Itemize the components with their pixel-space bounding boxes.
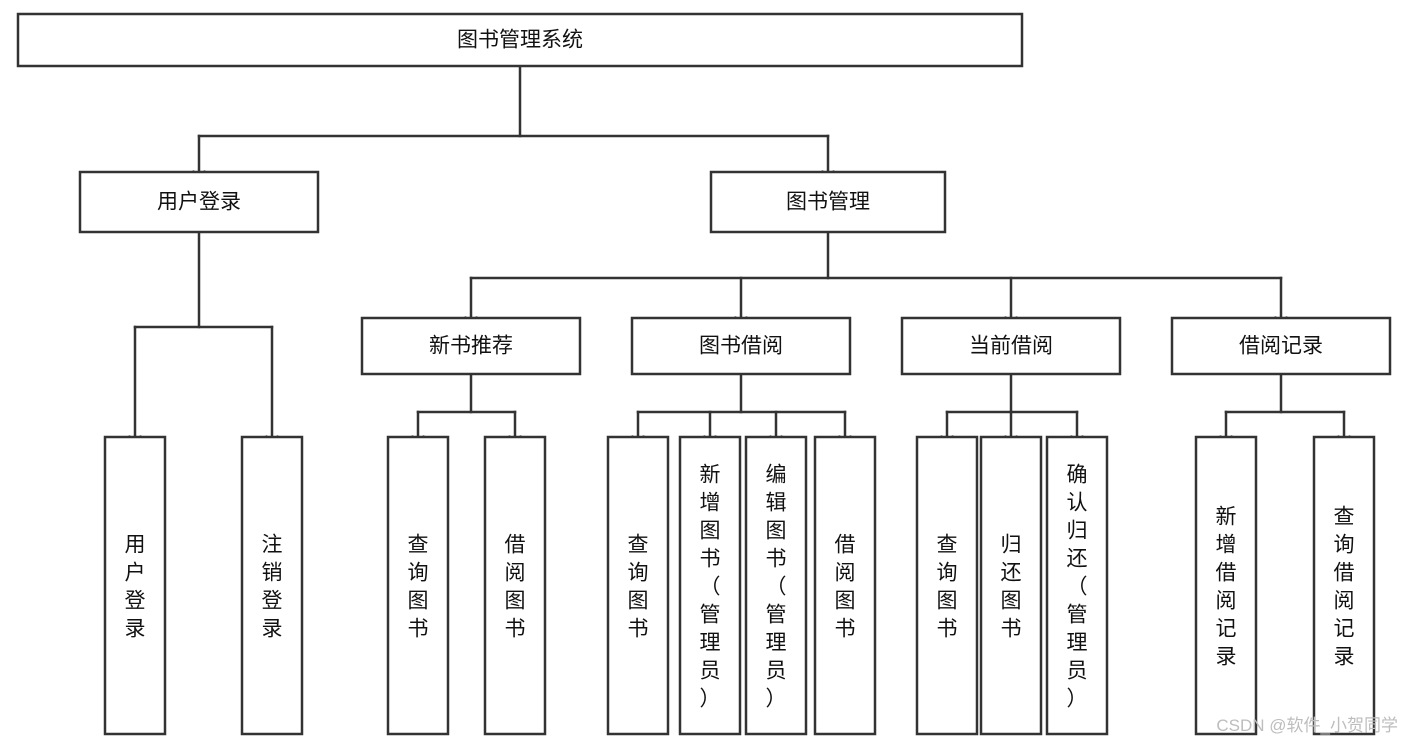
node-leaf-query-book-3-rect[interactable] <box>915 435 979 736</box>
node-user-login-rect[interactable] <box>78 170 320 234</box>
node-leaf-return-book[interactable]: 归还图书 <box>979 435 1043 736</box>
node-user-login-label: 用户登录 <box>157 191 241 214</box>
node-leaf-query-book-1[interactable]: 查询图书 <box>386 435 450 736</box>
node-leaf-confirm-return-admin[interactable]: 确认归还（管理员） <box>1045 435 1109 736</box>
node-leaf-logout-label: 注销登录 <box>262 534 283 641</box>
node-leaf-borrow-book-2[interactable]: 借阅图书 <box>813 435 877 736</box>
node-current-borrow-label: 当前借阅 <box>969 335 1053 358</box>
node-leaf-add-book-admin[interactable]: 新增图书（管理员） <box>678 435 742 736</box>
node-book-borrow-label: 图书借阅 <box>699 335 783 358</box>
node-book-manage-label: 图书管理 <box>786 191 870 214</box>
node-root-root-rect[interactable] <box>16 12 1024 68</box>
node-leaf-user-login-rect[interactable] <box>103 435 167 736</box>
node-new-book-recommend-label: 新书推荐 <box>429 335 513 358</box>
node-leaf-logout[interactable]: 注销登录 <box>240 435 304 736</box>
node-leaf-query-book-2-rect[interactable] <box>606 435 670 736</box>
node-current-borrow-rect[interactable] <box>900 316 1122 376</box>
node-borrow-record[interactable]: 借阅记录 <box>1170 316 1392 376</box>
node-borrow-record-rect[interactable] <box>1170 316 1392 376</box>
node-borrow-record-label: 借阅记录 <box>1239 335 1323 358</box>
node-leaf-logout-rect[interactable] <box>240 435 304 736</box>
node-leaf-query-book-2-label: 查询图书 <box>628 534 649 641</box>
node-leaf-add-borrow-record-rect[interactable] <box>1194 435 1258 736</box>
node-leaf-query-book-1-label: 查询图书 <box>408 534 429 641</box>
node-book-borrow[interactable]: 图书借阅 <box>630 316 852 376</box>
node-leaf-query-book-3-label: 查询图书 <box>937 534 958 641</box>
node-leaf-add-book-admin-label: 新增图书（管理员） <box>700 464 721 711</box>
node-new-book-recommend-rect[interactable] <box>360 316 582 376</box>
node-leaf-edit-book-admin-label: 编辑图书（管理员） <box>766 464 787 711</box>
node-book-borrow-rect[interactable] <box>630 316 852 376</box>
node-new-book-recommend[interactable]: 新书推荐 <box>360 316 582 376</box>
node-root-root-label: 图书管理系统 <box>457 29 583 52</box>
node-leaf-borrow-book-1[interactable]: 借阅图书 <box>483 435 547 736</box>
connectors-layer <box>128 64 1351 446</box>
node-leaf-confirm-return-admin-label: 确认归还（管理员） <box>1067 464 1088 711</box>
node-leaf-query-book-1-rect[interactable] <box>386 435 450 736</box>
node-leaf-confirm-return-admin-rect[interactable] <box>1045 435 1109 736</box>
node-root-root[interactable]: 图书管理系统 <box>16 12 1024 68</box>
node-leaf-edit-book-admin[interactable]: 编辑图书（管理员） <box>744 435 808 736</box>
node-leaf-borrow-book-2-label: 借阅图书 <box>835 534 856 641</box>
node-leaf-return-book-rect[interactable] <box>979 435 1043 736</box>
node-leaf-borrow-book-1-rect[interactable] <box>483 435 547 736</box>
node-leaf-user-login-label: 用户登录 <box>125 534 146 641</box>
node-leaf-borrow-book-2-rect[interactable] <box>813 435 877 736</box>
node-leaf-query-borrow-record-label: 查询借阅记录 <box>1334 506 1355 669</box>
node-leaf-query-borrow-record-rect[interactable] <box>1312 435 1376 736</box>
node-leaf-return-book-label: 归还图书 <box>1001 534 1022 641</box>
node-leaf-borrow-book-1-label: 借阅图书 <box>505 534 526 641</box>
node-leaf-add-borrow-record-label: 新增借阅记录 <box>1216 506 1237 669</box>
boxes-layer: 图书管理系统用户登录图书管理新书推荐图书借阅当前借阅借阅记录用户登录注销登录查询… <box>16 12 1392 736</box>
node-leaf-query-book-3[interactable]: 查询图书 <box>915 435 979 736</box>
node-leaf-add-borrow-record[interactable]: 新增借阅记录 <box>1194 435 1258 736</box>
node-user-login[interactable]: 用户登录 <box>78 170 320 234</box>
node-book-manage-rect[interactable] <box>709 170 947 234</box>
node-leaf-query-book-2[interactable]: 查询图书 <box>606 435 670 736</box>
node-book-manage[interactable]: 图书管理 <box>709 170 947 234</box>
node-leaf-user-login[interactable]: 用户登录 <box>103 435 167 736</box>
node-leaf-add-book-admin-rect[interactable] <box>678 435 742 736</box>
node-current-borrow[interactable]: 当前借阅 <box>900 316 1122 376</box>
node-leaf-query-borrow-record[interactable]: 查询借阅记录 <box>1312 435 1376 736</box>
node-leaf-edit-book-admin-rect[interactable] <box>744 435 808 736</box>
watermark-label: CSDN @软件_小贺同学 <box>1216 716 1398 735</box>
